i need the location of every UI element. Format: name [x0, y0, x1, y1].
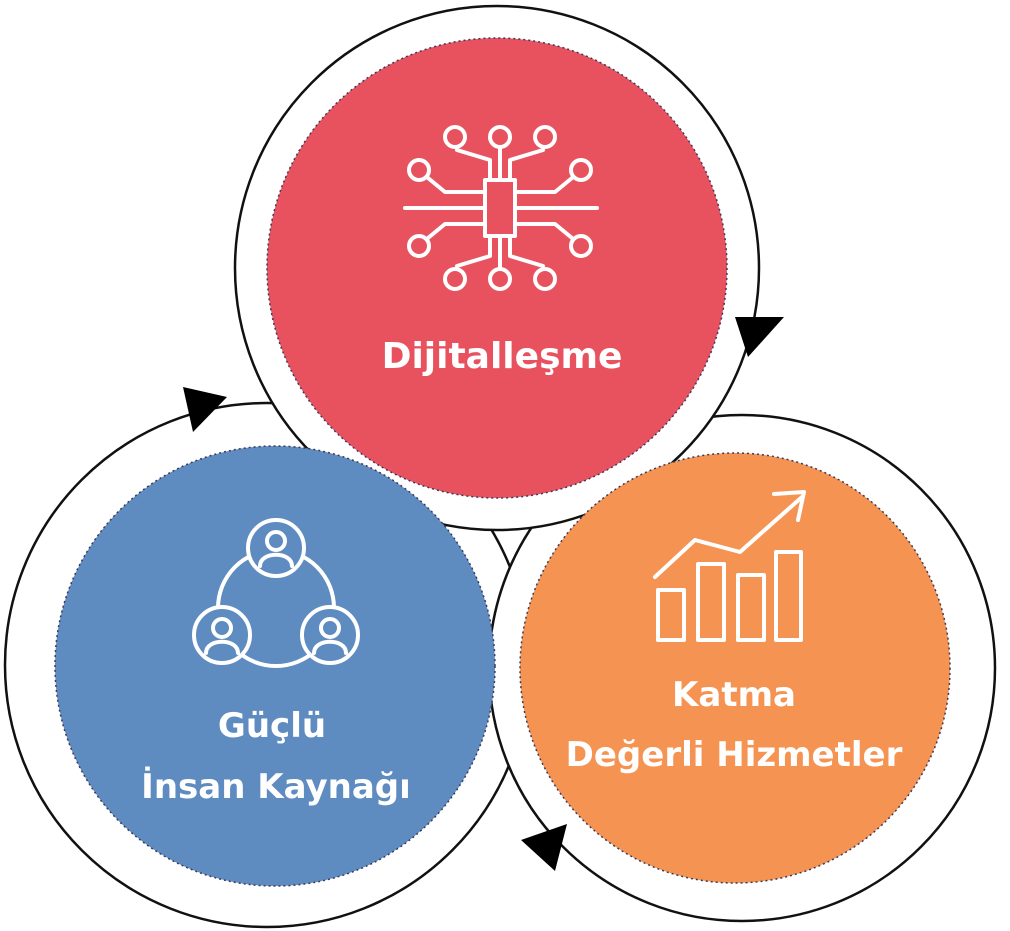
- bar-chart-growth-icon: [653, 490, 806, 642]
- people-network-icon: [192, 518, 360, 668]
- node-dijitallesme: Dijitalleşme: [266, 37, 728, 499]
- katma-label-line2: Değerli Hizmetler: [566, 735, 903, 775]
- node-guclu-insan-kaynagi: Güçlü İnsan Kaynağı: [54, 445, 496, 887]
- arrow-blue-to-red: [183, 387, 227, 432]
- katma-circle: [519, 452, 951, 884]
- circuit-chip-icon: [403, 125, 599, 291]
- arrow-red-to-orange: [735, 317, 784, 357]
- dijitallesme-label: Dijitalleşme: [382, 336, 623, 377]
- insan-label-line2: İnsan Kaynağı: [141, 766, 411, 807]
- node-katma-degerli-hizmetler: Katma Değerli Hizmetler: [519, 452, 951, 884]
- arrow-orange-to-blue: [521, 824, 567, 871]
- insan-label-line1: Güçlü: [218, 706, 326, 746]
- katma-label-line1: Katma: [672, 675, 796, 715]
